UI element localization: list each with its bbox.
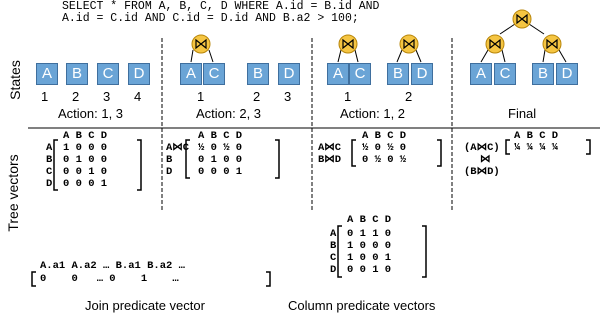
table-node: C [349, 63, 371, 85]
index-label: 3 [103, 89, 111, 104]
join-node [485, 34, 505, 54]
matrix-row-values: ½ 0 ½ 0 [362, 142, 407, 154]
matrix-row-values: 1 0 0 1 [347, 252, 392, 264]
matrix-row-label: B [330, 240, 337, 252]
panel-caption: Action: 1, 3 [58, 106, 124, 121]
index-label: 2 [253, 89, 261, 104]
matrix-header: A B C D [63, 130, 108, 142]
index-label: 4 [134, 89, 142, 104]
join-node [399, 34, 419, 54]
matrix-row-values: 0 0 0 1 [63, 178, 108, 190]
matrix-row-values: 1 0 0 0 [347, 240, 392, 252]
index-label: 1 [41, 89, 49, 104]
matrix-header: A B C D [514, 130, 559, 142]
table-node: D [278, 63, 300, 85]
matrix-row-label: A⋈C [318, 142, 342, 154]
table-node: D [556, 63, 578, 85]
index-label: 1 [197, 89, 205, 104]
join-node [191, 34, 211, 54]
table-node: C [203, 63, 225, 85]
matrix-row-label: ⋈ [480, 154, 491, 166]
panel-caption: Action: 1, 2 [340, 106, 406, 121]
table-node: B [247, 63, 269, 85]
matrix-row-values: 1 0 0 0 [63, 142, 108, 154]
table-node: D [128, 63, 150, 85]
panel-caption: Final [508, 106, 537, 121]
matrix-row-label: A⋈C [166, 142, 190, 154]
table-node: C [494, 63, 516, 85]
table-node: A [36, 63, 58, 85]
index-label: 2 [405, 89, 413, 104]
table-node: A [180, 63, 202, 85]
matrix-row-label: D [166, 166, 173, 178]
index-label: 3 [284, 89, 292, 104]
matrix-row-label: C [46, 166, 53, 178]
sql-line-1: SELECT * FROM A, B, C, D WHERE A.id = B.… [62, 0, 380, 13]
matrix-row-values: ½ 0 ½ 0 [198, 142, 243, 154]
matrix-row-label: B [46, 154, 53, 166]
join-predicate-values: 0 0 … 0 1 … [40, 273, 179, 285]
matrix-row-values: 0 1 1 0 [347, 228, 392, 240]
sql-line-2: A.id = C.id AND C.id = D.id AND B.a2 > 1… [62, 12, 359, 25]
matrix-row-values: 0 0 0 1 [198, 166, 243, 178]
join-node [542, 34, 562, 54]
join-node-root [512, 9, 532, 29]
matrix-row-label: (B⋈D) [464, 166, 500, 178]
matrix-row-label: (A⋈C) [464, 142, 500, 154]
matrix-row-label: A [330, 228, 337, 240]
index-label: 1 [344, 89, 352, 104]
table-node: B [66, 63, 88, 85]
table-node: B [387, 63, 409, 85]
matrix-row-label: D [330, 264, 337, 276]
matrix-row-label: B [166, 154, 173, 166]
join-node [338, 34, 358, 54]
index-label: 2 [72, 89, 80, 104]
matrix-row-values: 0 1 0 0 [198, 154, 243, 166]
matrix-row-label: B⋈D [318, 154, 342, 166]
matrix-row-values: ¼ ¼ ¼ ¼ [514, 142, 559, 154]
join-predicate-header: A.a1 A.a2 … B.a1 B.a2 … [40, 260, 185, 272]
column-predicate-caption: Column predicate vectors [288, 298, 436, 313]
table-node: C [97, 63, 119, 85]
panel-caption: Action: 2, 3 [196, 106, 262, 121]
matrix-row-values: 0 1 0 0 [63, 154, 108, 166]
table-node: A [327, 63, 349, 85]
table-node: D [411, 63, 433, 85]
matrix-header: A B C D [347, 214, 392, 226]
matrix-row-label: A [46, 142, 53, 154]
join-predicate-caption: Join predicate vector [85, 298, 205, 313]
table-node: A [470, 63, 492, 85]
matrix-header: A B C D [198, 130, 243, 142]
matrix-row-values: 0 0 1 0 [347, 264, 392, 276]
table-node: B [532, 63, 554, 85]
matrix-row-values: 0 ½ 0 ½ [362, 154, 407, 166]
matrix-header: A B C D [362, 130, 407, 142]
matrix-row-label: C [330, 252, 337, 264]
matrix-row-values: 0 0 1 0 [63, 166, 108, 178]
matrix-row-label: D [46, 178, 53, 190]
